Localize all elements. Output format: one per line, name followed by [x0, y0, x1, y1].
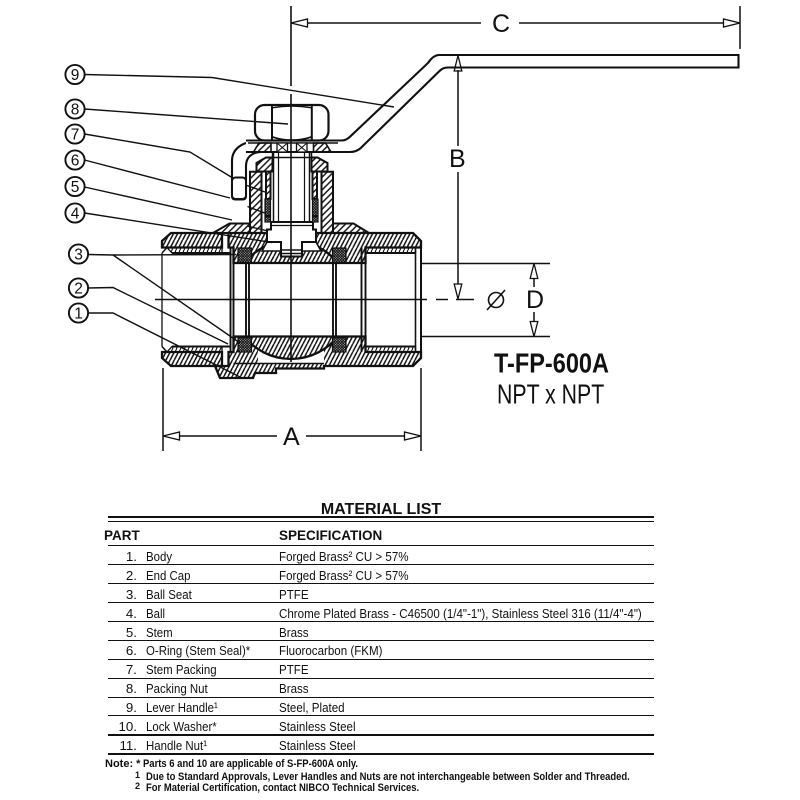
svg-text:D: D	[526, 286, 544, 314]
svg-text:6: 6	[71, 153, 80, 170]
svg-text:2: 2	[74, 281, 83, 298]
svg-text:NPT x NPT: NPT x NPT	[497, 379, 604, 411]
svg-text:8: 8	[71, 102, 80, 119]
svg-text:4: 4	[71, 206, 80, 223]
svg-text:5: 5	[71, 179, 80, 196]
svg-text:C: C	[492, 10, 510, 38]
svg-text:9: 9	[71, 67, 80, 84]
svg-text:B: B	[449, 145, 466, 173]
svg-text:7: 7	[71, 127, 80, 144]
svg-text:A: A	[283, 423, 300, 451]
svg-text:1: 1	[74, 306, 83, 323]
svg-text:3: 3	[74, 247, 83, 264]
svg-text:T-FP-600A: T-FP-600A	[494, 349, 609, 379]
